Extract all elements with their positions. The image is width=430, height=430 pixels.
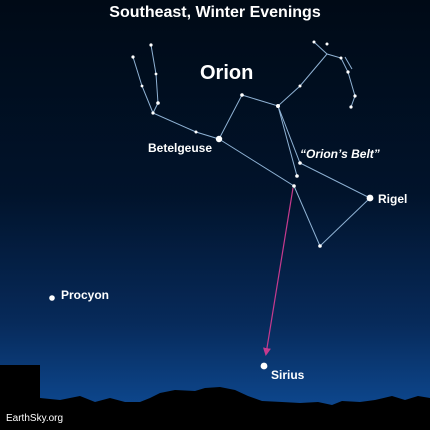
star-shield-1 <box>312 40 316 44</box>
star-shield-3 <box>339 56 343 60</box>
star-field <box>49 40 374 370</box>
star-sirius <box>260 362 268 370</box>
star-shoulder-inner <box>194 130 198 134</box>
star-head <box>240 93 244 97</box>
orion-shoulder-line <box>313 41 328 55</box>
star-shield-base <box>298 84 302 88</box>
orion-arm-line <box>150 44 356 140</box>
orion-shield-line <box>344 56 353 70</box>
star-shield-6 <box>349 105 353 109</box>
star-club-tip <box>131 55 135 59</box>
procyon-label: Procyon <box>61 288 110 302</box>
star-betelgeuse <box>215 135 223 143</box>
star-bellatrix <box>276 104 280 108</box>
star-rigel <box>366 194 374 202</box>
star-shield-2 <box>325 42 329 46</box>
credit-text: EarthSky.org <box>6 413 64 424</box>
star-arm-elbow <box>151 111 155 115</box>
star-belt-3 <box>292 184 296 188</box>
star-shield-5 <box>353 94 357 98</box>
star-saiph <box>318 244 322 248</box>
sirius-label: Sirius <box>271 368 305 382</box>
skyline-silhouette <box>0 365 430 430</box>
betelgeuse-label: Betelgeuse <box>148 141 213 155</box>
star-arm-low <box>156 101 160 105</box>
constellation-label: Orion <box>200 62 254 84</box>
star-club-mid <box>140 84 144 88</box>
orions-belt-label: “Orion’s Belt” <box>300 147 380 161</box>
star-belt-1 <box>298 161 302 165</box>
orion-club-line <box>132 56 154 114</box>
star-arm-top <box>149 43 153 47</box>
orion-body-line <box>218 105 371 247</box>
star-shield-4 <box>346 70 350 74</box>
star-procyon <box>49 295 55 301</box>
skyline-building <box>0 365 40 430</box>
chart-title: Southeast, Winter Evenings <box>109 4 321 21</box>
belt-to-sirius-arrow <box>263 187 294 356</box>
star-arm-mid <box>154 72 158 76</box>
rigel-label: Rigel <box>378 192 408 206</box>
star-belt-2 <box>295 174 299 178</box>
